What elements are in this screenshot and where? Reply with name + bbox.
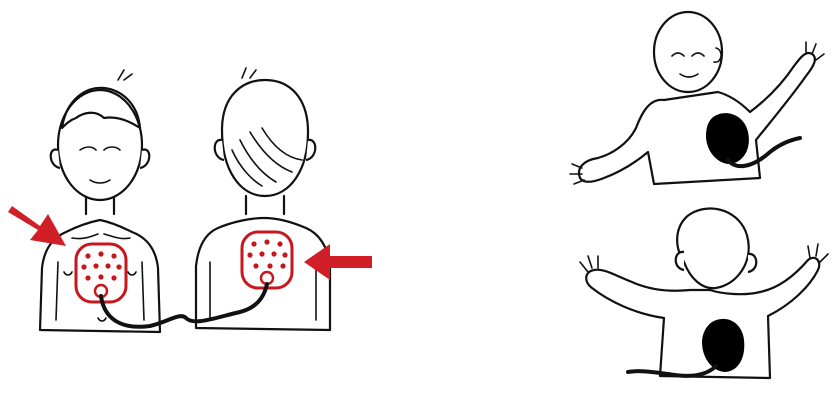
- infant-back-ear-right: [748, 254, 756, 272]
- infant-back-head: [677, 208, 749, 288]
- infant-back-ear-left: [676, 252, 684, 270]
